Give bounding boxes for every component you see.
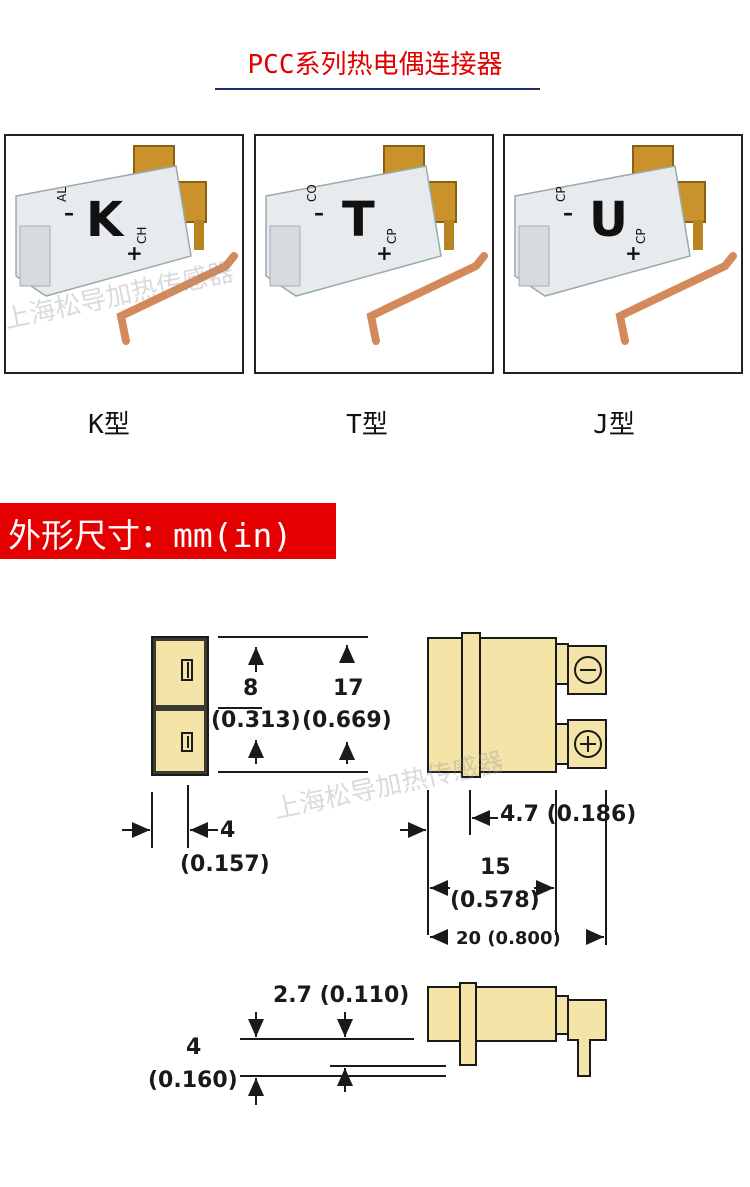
connector-letter: K [86, 192, 125, 248]
connector-illustration: U CP CP + – [514, 145, 737, 345]
product-photo-t: T CO CP + – [254, 134, 494, 374]
bottom-view-body [427, 986, 557, 1042]
neg-label: CO [305, 184, 319, 202]
connector-letter: T [342, 192, 375, 248]
page-title: PCC系列热电偶连接器 [247, 50, 503, 80]
dim-8: 8 [243, 676, 259, 701]
dim-4b: 4 [186, 1035, 202, 1060]
minus-symbol: – [64, 201, 74, 225]
caption-k: K型 [88, 410, 130, 440]
minus-symbol: – [314, 201, 324, 225]
side-view-body [427, 637, 557, 773]
dim-4b-in: (0.160) [148, 1068, 238, 1093]
product-photo-j: U CP CP + – [503, 134, 743, 374]
pos-label: CH [135, 227, 149, 244]
title-underline [215, 88, 540, 90]
dim-4-in: (0.157) [180, 852, 270, 877]
neg-label: AL [55, 187, 69, 202]
dim-2-7: 2.7 (0.110) [273, 983, 410, 1008]
caption-t: T型 [346, 410, 388, 440]
caption-j: J型 [593, 410, 635, 440]
dim-17-in: (0.669) [302, 708, 392, 733]
connector-illustration: K AL CH + – [15, 145, 238, 345]
minus-symbol: – [563, 201, 573, 225]
pos-label: CP [634, 228, 648, 244]
dim-4: 4 [220, 818, 236, 843]
plus-symbol: + [376, 241, 393, 265]
plus-symbol: + [126, 241, 143, 265]
product-photo-k: K AL CH + – [4, 134, 244, 374]
dim-15-in: (0.578) [450, 888, 540, 913]
connector-illustration: T CO CP + – [265, 145, 488, 345]
dim-17: 17 [333, 676, 364, 701]
plus-symbol: + [625, 241, 642, 265]
pos-label: CP [385, 228, 399, 244]
dim-4-7: 4.7 (0.186) [500, 802, 637, 827]
dim-15: 15 [480, 855, 511, 880]
dim-20: 20 (0.800) [456, 928, 561, 949]
dim-8-in: (0.313) [211, 708, 301, 733]
section-title: 外形尺寸：mm(in) [8, 516, 293, 555]
connector-letter: U [589, 192, 628, 248]
neg-label: CP [554, 186, 568, 202]
dimensions-section-banner: 外形尺寸：mm(in) [0, 503, 336, 559]
